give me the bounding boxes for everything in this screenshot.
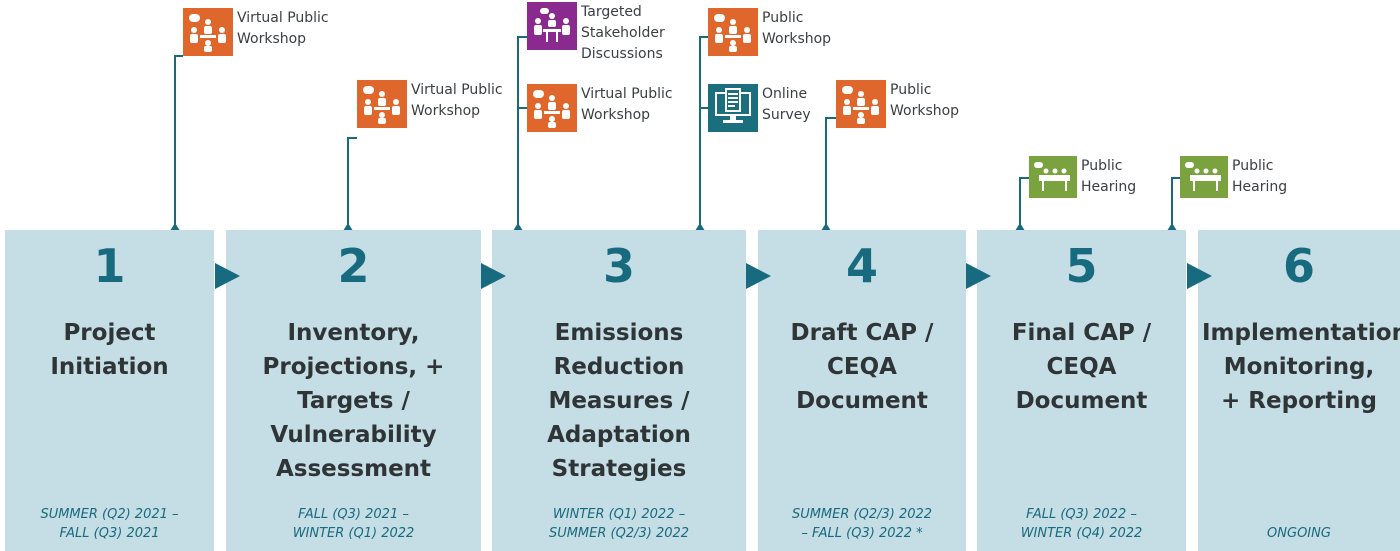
- phase-title: Implementation, Monitoring, + Reporting: [1202, 320, 1400, 414]
- survey-icon: [708, 84, 758, 132]
- phase-arrow-icon: [746, 263, 771, 289]
- phase-title: Draft CAP / CEQA Document: [790, 320, 934, 414]
- event-virtual-public-workshop: Virtual Public Workshop: [527, 84, 673, 132]
- phase-arrow-icon: [215, 263, 240, 289]
- hearing-icon: [1029, 156, 1077, 198]
- phase-number: 3: [602, 239, 635, 293]
- phase-dates: SUMMER (Q2/3) 2022 – FALL (Q3) 2022 *: [791, 507, 933, 541]
- event-virtual-public-workshop: Virtual Public Workshop: [357, 80, 503, 128]
- event-label: Virtual Public Workshop: [581, 86, 673, 123]
- phase-number: 6: [1282, 239, 1315, 293]
- workshop-icon: [836, 80, 886, 128]
- event-public-hearing: Public Hearing: [1180, 156, 1287, 198]
- event-label: Online Survey: [762, 86, 811, 123]
- event-online-survey: Online Survey: [708, 84, 811, 132]
- event-label: Public Hearing: [1081, 158, 1137, 195]
- hearing-icon: [1180, 156, 1228, 198]
- phase-1: 1 Project Initiation SUMMER (Q2) 2021 – …: [5, 230, 214, 551]
- event-virtual-public-workshop: Virtual Public Workshop: [183, 8, 329, 56]
- phase-title: Final CAP / CEQA Document: [1011, 320, 1152, 414]
- phase-number: 5: [1065, 239, 1098, 293]
- phase-title: Project Initiation: [50, 320, 169, 380]
- phase-title: Inventory, Projections, + Targets / Vuln…: [262, 320, 445, 482]
- event-public-workshop: Public Workshop: [836, 80, 959, 128]
- phase-6: 6 Implementation, Monitoring, + Reportin…: [1198, 230, 1400, 551]
- event-label: Public Workshop: [890, 82, 960, 119]
- event-label: Virtual Public Workshop: [237, 10, 329, 47]
- phase-dates: WINTER (Q1) 2022 – SUMMER (Q2/3) 2022: [548, 507, 690, 541]
- event-label: Targeted Stakeholder Discussions: [581, 4, 665, 62]
- event-public-hearing: Public Hearing: [1029, 156, 1136, 198]
- phase-arrow-icon: [1187, 263, 1212, 289]
- phase-number: 1: [93, 239, 126, 293]
- phase-number: 2: [337, 239, 370, 293]
- event-public-workshop: Public Workshop: [708, 8, 831, 56]
- phase-arrow-icon: [966, 263, 991, 289]
- event-label: Public Hearing: [1232, 158, 1288, 195]
- phase-title: Emissions Reduction Measures / Adaptatio…: [547, 320, 691, 482]
- phase-5: 5 Final CAP / CEQA Document FALL (Q3) 20…: [977, 230, 1186, 551]
- phase-dates: FALL (Q3) 2022 – WINTER (Q4) 2022: [1020, 507, 1143, 541]
- phase-dates: ONGOING: [1267, 526, 1331, 541]
- event-label: Virtual Public Workshop: [411, 82, 503, 119]
- phase-4: 4 Draft CAP / CEQA Document SUMMER (Q2/3…: [758, 230, 966, 551]
- workshop-icon: [357, 80, 407, 128]
- event-label: Public Workshop: [762, 10, 832, 47]
- phase-dates: FALL (Q3) 2021 – WINTER (Q1) 2022: [292, 507, 415, 541]
- workshop-icon: [183, 8, 233, 56]
- workshop-icon: [527, 84, 577, 132]
- phase-number: 4: [845, 239, 878, 293]
- workshop-icon: [708, 8, 758, 56]
- phase-arrow-icon: [481, 263, 506, 289]
- phase-3: 3 Emissions Reduction Measures / Adaptat…: [492, 230, 746, 551]
- discussion-icon: [527, 2, 577, 50]
- phase-dates: SUMMER (Q2) 2021 – FALL (Q3) 2021: [40, 507, 179, 541]
- phase-2: 2 Inventory, Projections, + Targets / Vu…: [226, 230, 481, 551]
- event-targeted-stakeholder-discussions: Targeted Stakeholder Discussions: [527, 2, 665, 65]
